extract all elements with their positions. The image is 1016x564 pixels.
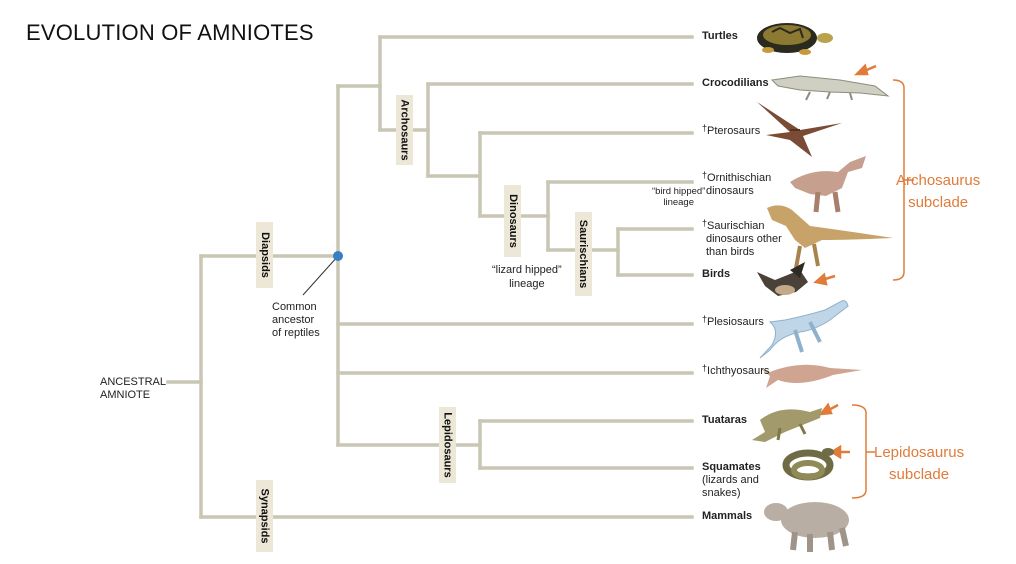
ornithischian-dinosaur-icon — [790, 156, 866, 213]
clade-label-archosaurs: Archosaurs — [396, 95, 413, 165]
taxon-squamates: Squamates (lizards and snakes) — [702, 461, 761, 499]
taxon-plesiosaurs: †Plesiosaurs — [702, 314, 764, 328]
lepidosaurus-bracket — [851, 404, 867, 499]
taxon-birds: Birds — [702, 268, 731, 280]
taxon-ornithischian-dinosaurs: †Ornithischian dinosaurs — [702, 170, 772, 197]
clade-label-synapsids: Synapsids — [256, 480, 273, 552]
common-ancestor-node — [333, 251, 343, 261]
bird-hipped-lineage-note: “bird hipped”lineage — [652, 186, 706, 208]
clade-label-saurischians: Saurischians — [575, 212, 592, 296]
taxon-tuataras: Tuataras — [702, 414, 748, 426]
crocodile-icon — [770, 75, 890, 101]
pterosaur-icon — [757, 102, 842, 157]
theropod-dinosaur-icon — [767, 205, 893, 269]
taxon-ichthyosaurs: †Ichthyosaurs — [702, 363, 770, 377]
tuatara-icon — [752, 408, 822, 442]
taxon-crocodilians: Crocodilians — [702, 77, 769, 89]
ancestor-pointer-line — [302, 255, 339, 296]
diagram-title: EVOLUTION OF AMNIOTES — [26, 20, 314, 45]
taxon-turtles: Turtles — [702, 30, 738, 42]
ichthyosaur-icon — [760, 364, 862, 388]
hippo-icon — [764, 502, 849, 552]
clade-label-dinosaurs: Dinosaurs — [504, 185, 521, 257]
taxon-saurischian-dinosaurs: †Saurischian dinosaurs other than birds — [702, 218, 782, 258]
taxon-mammals: Mammals — [702, 510, 753, 522]
snake-icon — [782, 448, 834, 481]
tree-branches — [166, 35, 694, 519]
clade-label-lepidosaurs: Lepidosaurs — [439, 407, 456, 483]
highlight-arrows — [813, 63, 877, 460]
clade-label-diapsids: Diapsids — [256, 222, 273, 288]
turtle-icon — [757, 23, 833, 55]
taxon-pterosaurs: †Pterosaurs — [702, 123, 761, 137]
plesiosaur-icon — [759, 300, 849, 359]
bird-icon — [757, 262, 808, 296]
lizard-hipped-lineage-note: “lizard hipped”lineage — [492, 264, 562, 290]
